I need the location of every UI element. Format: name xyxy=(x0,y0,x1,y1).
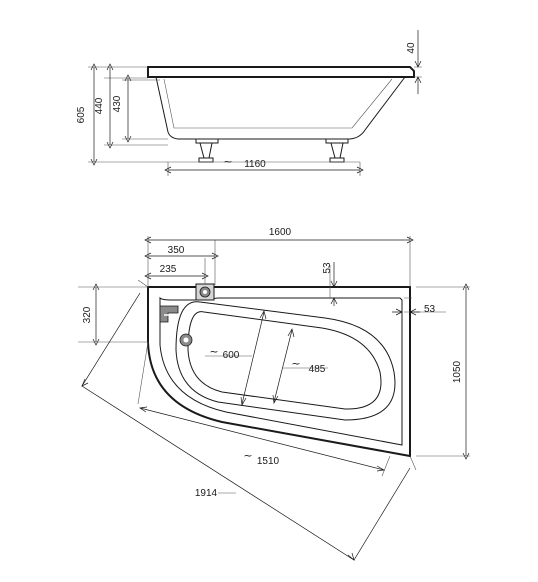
dim-label-53-right: 53 xyxy=(424,304,436,315)
tub-rim xyxy=(147,66,415,78)
overflow-fitting xyxy=(159,305,179,323)
drain xyxy=(179,333,193,347)
tub-foot-right xyxy=(325,138,349,163)
dim-line-1914 xyxy=(81,292,411,561)
tub-foot-left xyxy=(195,138,219,163)
dim-label-1050: 1050 xyxy=(452,360,463,383)
approx-symbol-485: ~ xyxy=(291,357,300,370)
dim-label-320: 320 xyxy=(82,306,93,323)
dim-label-235: 235 xyxy=(160,264,177,275)
faucet-fitting xyxy=(195,283,215,301)
dim-label-53-top: 53 xyxy=(322,262,333,274)
approx-symbol-600: ~ xyxy=(209,345,218,358)
dim-line-485 xyxy=(273,329,293,403)
dim-label-350: 350 xyxy=(168,245,185,256)
dim-label-1600: 1600 xyxy=(269,227,292,238)
tub-basin-oval xyxy=(175,301,396,421)
tub-inner-contour xyxy=(163,78,393,129)
top-view: 1600 350 235 53 53 320 1050 ~ 600 xyxy=(78,227,470,561)
dim-label-40: 40 xyxy=(406,42,417,54)
dim-label-1160: 1160 xyxy=(244,159,266,170)
side-view: 605 440 430 40 ~ 1160 xyxy=(76,30,422,176)
dim-line-600 xyxy=(241,311,265,405)
dim-label-430: 430 xyxy=(112,95,123,112)
dim-label-600: 600 xyxy=(223,350,240,361)
dim-label-485: 485 xyxy=(309,364,326,375)
dim-label-605: 605 xyxy=(76,106,87,123)
tub-outline xyxy=(147,286,411,458)
tub-body xyxy=(155,76,406,140)
approx-symbol-1510: ~ xyxy=(243,449,252,462)
tub-rim-inner xyxy=(159,296,403,446)
dim-line-1510 xyxy=(139,407,385,471)
dim-label-1510: 1510 xyxy=(257,456,280,467)
dim-label-1914: 1914 xyxy=(195,488,218,499)
approx-symbol-1160: ~ xyxy=(223,155,232,168)
dim-label-440: 440 xyxy=(94,97,105,114)
